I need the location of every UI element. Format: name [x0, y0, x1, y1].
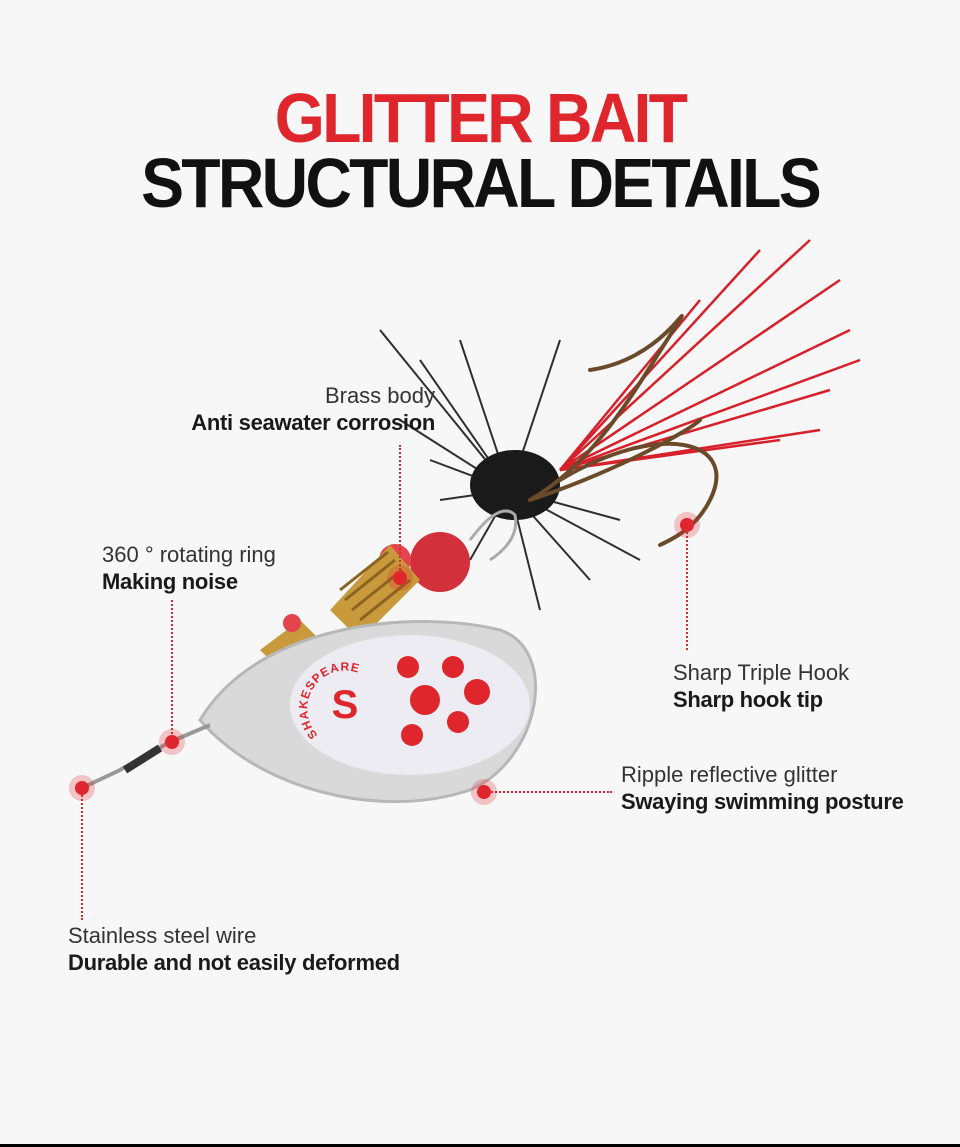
callout-dot-glitter	[477, 785, 491, 799]
callout-line-wire	[81, 788, 83, 920]
callout-dot-ring	[165, 735, 179, 749]
blade-logo: S	[332, 683, 359, 727]
feather-body	[470, 450, 560, 520]
callout-steel-wire: Stainless steel wire Durable and not eas…	[68, 922, 400, 976]
callout-reflective-glitter: Ripple reflective glitter Swaying swimmi…	[621, 761, 904, 815]
callout-detail: Making noise	[102, 569, 238, 594]
callout-name: Stainless steel wire	[68, 923, 257, 948]
swivel	[122, 744, 163, 774]
callout-detail: Sharp hook tip	[673, 687, 823, 712]
title-line-1: GLITTER BAIT	[274, 79, 688, 157]
callout-dot-wire	[75, 781, 89, 795]
callout-triple-hook: Sharp Triple Hook Sharp hook tip	[673, 659, 849, 713]
title-line-2: STRUCTURAL DETAILS	[141, 144, 822, 222]
callout-brass-body: Brass body Anti seawater corrosion	[191, 382, 435, 436]
callout-detail: Anti seawater corrosion	[191, 410, 435, 435]
callout-name: Sharp Triple Hook	[673, 660, 850, 685]
callout-name: Brass body	[324, 383, 435, 408]
callout-detail: Swaying swimming posture	[621, 789, 904, 814]
bottom-border	[0, 1144, 960, 1147]
callout-dot-hook	[680, 518, 694, 532]
callout-name: Ripple reflective glitter	[621, 762, 838, 787]
glitter-blade: S SHAKESPEARE	[198, 620, 537, 804]
callout-detail: Durable and not easily deformed	[68, 950, 400, 975]
triple-hook	[528, 313, 719, 547]
callout-rotating-ring: 360 ° rotating ring Making noise	[102, 541, 276, 595]
callout-line-ring	[171, 600, 173, 742]
callout-dot-brass	[393, 571, 407, 585]
callout-line-glitter	[484, 791, 612, 793]
red-bead	[410, 532, 470, 592]
callout-name: 360 ° rotating ring	[102, 542, 276, 567]
callout-line-hook	[686, 525, 688, 650]
callout-line-brass	[399, 445, 401, 578]
wire-loop	[468, 509, 518, 562]
